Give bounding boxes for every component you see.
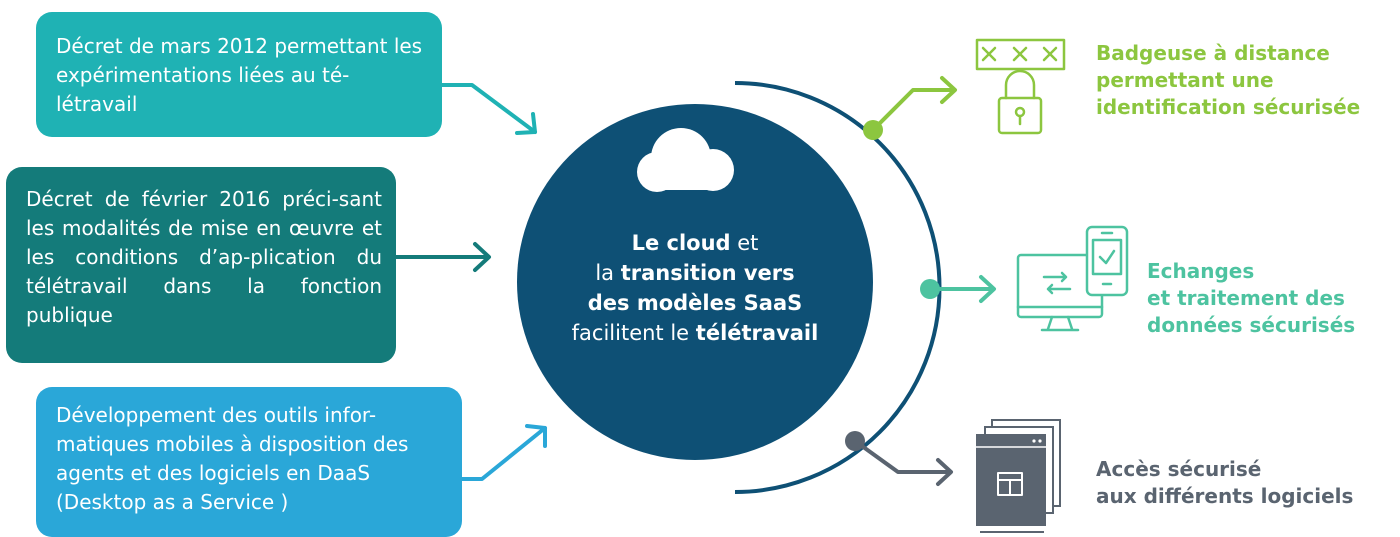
center-line2-bold: transition vers [620, 261, 795, 285]
software-access-label: Accès sécurisé aux différents logiciels [1096, 456, 1353, 510]
data-exchange-label: Echanges et traitement des données sécur… [1147, 258, 1355, 339]
connector-dot-data [920, 279, 940, 299]
connector-software [853, 439, 953, 486]
connector-dot-badge [863, 120, 883, 140]
central-message: Le cloud et la transition vers des modèl… [517, 228, 873, 348]
center-line3-bold: des modèles SaaS [587, 291, 803, 315]
software-label-line2: aux différents logiciels [1096, 484, 1354, 508]
connector-badge [871, 76, 957, 132]
center-line1-bold: Le cloud [631, 231, 731, 255]
badge-label-line1: Badgeuse à distance [1096, 41, 1330, 65]
secure-data-exchange-icon [1016, 225, 1129, 332]
badge-label-line2: permettant une [1096, 68, 1274, 92]
connector-dot-software [845, 431, 865, 451]
badge-label-line3: identification sécurisée [1096, 95, 1361, 119]
decree-2016-text: Décret de février 2016 préci-sant les mo… [26, 187, 382, 327]
center-line1-rest: et [730, 231, 759, 255]
arrow-from-decree-2016 [394, 242, 491, 272]
software-label-line1: Accès sécurisé [1096, 457, 1262, 481]
mobile-tools-box: Développement des outils infor-matiques … [36, 387, 462, 537]
center-line4-bold: télétravail [695, 321, 819, 345]
arrow-from-decree-2012 [440, 83, 537, 135]
data-label-line2: et traitement des [1147, 286, 1345, 310]
connector-data [928, 275, 996, 303]
decree-2016-box: Décret de février 2016 préci-sant les mo… [6, 167, 396, 363]
center-line2-pre: la [595, 261, 621, 285]
center-line4-pre: facilitent le [571, 321, 696, 345]
data-label-line1: Echanges [1147, 259, 1255, 283]
badge-label: Badgeuse à distance permettant une ident… [1096, 40, 1360, 121]
decree-2012-box: Décret de mars 2012 permettant les expér… [36, 12, 442, 137]
decree-2012-text: Décret de mars 2012 permettant les expér… [56, 34, 423, 116]
software-windows-icon [976, 419, 1061, 533]
cloud-icon [637, 128, 734, 192]
arrow-from-mobile-tools [460, 424, 547, 481]
mobile-tools-text: Développement des outils infor-matiques … [56, 403, 409, 514]
badge-reader-lock-icon [975, 38, 1066, 135]
data-label-line3: données sécurisés [1147, 313, 1356, 337]
